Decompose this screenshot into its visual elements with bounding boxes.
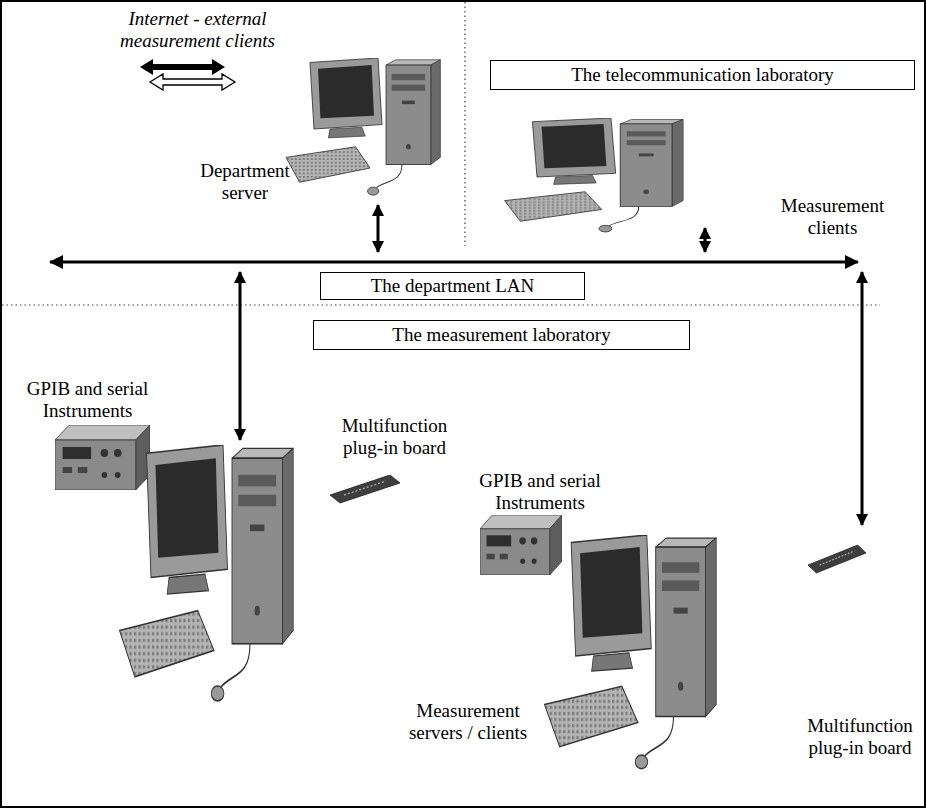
station-label: GPIB and serial Instruments [5,378,170,422]
plug-in-board [808,545,866,573]
internet-arrow [150,74,235,90]
lan-link-arrow [704,228,707,252]
client-computer [505,118,684,232]
client-station: Measurement clients [495,115,905,228]
station-label: Department server [190,160,300,204]
station-label: Measurement clients [760,195,905,239]
station-caption: Measurement servers / clients [388,700,548,744]
instrument [480,515,562,575]
lan-link-arrow [861,272,864,525]
lab-title-box: The measurement laboratory [313,320,690,350]
measurement-station: GPIB and serial InstrumentsMultifunction… [5,440,460,715]
station-label: GPIB and serial Instruments [455,470,625,514]
instrument [55,425,150,490]
lab-title-box: The telecommunication laboratory [490,60,915,90]
internet-arrow [140,59,225,75]
station-label: Multifunction plug-in board [795,715,925,759]
divider-line [464,2,465,246]
server-station: Department server [190,60,430,205]
lan-link-arrow [377,205,380,252]
measurement-computer [544,535,716,769]
network-note: Internet - external measurement clients [95,8,300,52]
lan-bus: The department LAN [48,252,860,272]
measurement-computer [120,445,294,701]
divider-line [2,304,880,305]
bus-line [48,252,860,272]
lan-link-arrow [239,272,242,440]
box-title: The measurement laboratory [392,324,610,346]
station-label: Multifunction plug-in board [327,415,462,459]
plug-in-board [330,475,400,503]
server-computer [286,58,440,195]
box-title: The telecommunication laboratory [571,64,834,86]
lan-title-box: The department LAN [320,272,585,300]
